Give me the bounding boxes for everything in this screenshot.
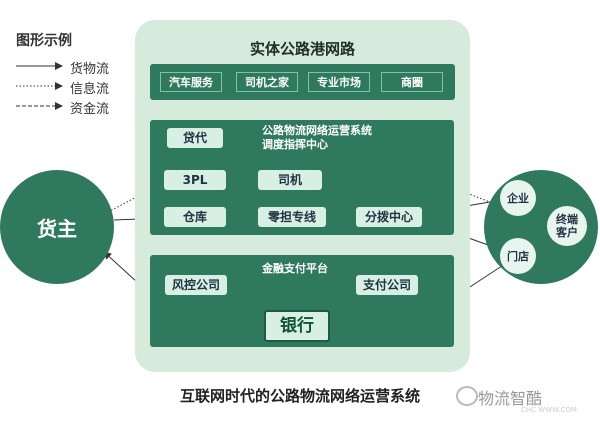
legend-title: 图形示例 bbox=[16, 33, 72, 49]
finance-title: 金融支付平台 bbox=[262, 262, 328, 275]
service-business: 商圈 bbox=[381, 72, 443, 92]
node-warehouse: 仓库 bbox=[164, 207, 226, 227]
diagram-caption: 互联网时代的公路物流网络运营系统 bbox=[179, 387, 420, 405]
node-risk-company: 风控公司 bbox=[165, 275, 227, 295]
customer-store: 门店 bbox=[500, 238, 536, 274]
ops-title-line2: 调度指挥中心 bbox=[262, 138, 328, 151]
node-driver: 司机 bbox=[258, 170, 322, 190]
customer-end: 终端客户 bbox=[547, 206, 587, 246]
legend-label-info: 信息流 bbox=[70, 82, 110, 97]
node-3pl: 3PL bbox=[164, 170, 226, 190]
brand-watermark: 物流智酷 bbox=[478, 389, 543, 408]
node-bank: 银行 bbox=[264, 310, 330, 342]
legend-label-funds: 资金流 bbox=[70, 102, 110, 117]
brand-sub: CHC WWW.COM bbox=[521, 406, 577, 414]
node-payment-company: 支付公司 bbox=[356, 275, 418, 295]
ops-title-line1: 公路物流网络运营系统 bbox=[262, 124, 372, 137]
wechat-icon bbox=[456, 386, 478, 406]
customer-end-label: 终端客户 bbox=[556, 213, 578, 239]
service-auto: 汽车服务 bbox=[160, 72, 222, 92]
platform-title: 实体公路港网路 bbox=[249, 40, 355, 58]
service-market: 专业市场 bbox=[308, 72, 370, 92]
service-driver-home: 司机之家 bbox=[236, 72, 298, 92]
legend-label-goods: 货物流 bbox=[70, 62, 110, 77]
shipper-label: 货主 bbox=[37, 216, 77, 241]
node-distribution-center: 分拨中心 bbox=[356, 207, 422, 227]
customer-enterprise: 企业 bbox=[500, 180, 536, 216]
shipper-circle: 货主 bbox=[0, 170, 114, 284]
customer-store-label: 门店 bbox=[507, 249, 529, 263]
node-ltl-line: 零担专线 bbox=[258, 207, 326, 227]
node-daidai: 贷代 bbox=[167, 128, 223, 148]
customer-enterprise-label: 企业 bbox=[507, 191, 529, 205]
